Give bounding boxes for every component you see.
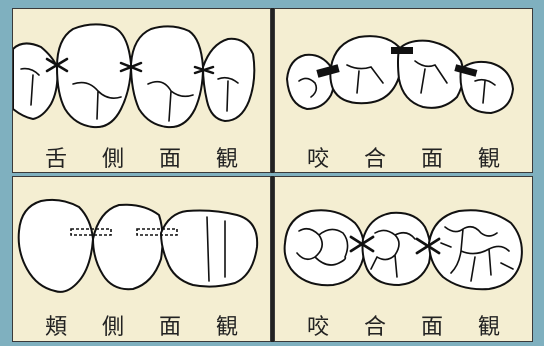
label-occlusal-view-bottom: 咬 合 面 観 <box>275 309 532 341</box>
panel-occlusal-view-bottom: 咬 合 面 観 <box>274 176 533 342</box>
label-occlusal-view-top: 咬 合 面 観 <box>275 141 532 173</box>
tooth-lingual-2 <box>131 26 203 127</box>
tooth-lingual-1 <box>57 24 131 127</box>
contact-mark-2 <box>391 47 413 54</box>
panel-lingual-view: 舌 側 面 観 <box>12 8 271 173</box>
tooth-buccal-2 <box>93 205 163 290</box>
tooth-lingual-3 <box>203 39 254 121</box>
tooth-fissure-1 <box>285 210 364 285</box>
tooth-occlusal-2 <box>330 36 402 103</box>
tooth-occlusal-1 <box>287 55 334 109</box>
tooth-buccal-1 <box>19 200 93 292</box>
panel-occlusal-view-top: 咬 合 面 観 <box>274 8 533 173</box>
panel-buccal-view: 頬 側 面 観 <box>12 176 271 342</box>
label-buccal-view: 頬 側 面 観 <box>13 309 270 341</box>
tooth-partial-left <box>13 43 57 119</box>
label-lingual-view: 舌 側 面 観 <box>13 141 270 173</box>
